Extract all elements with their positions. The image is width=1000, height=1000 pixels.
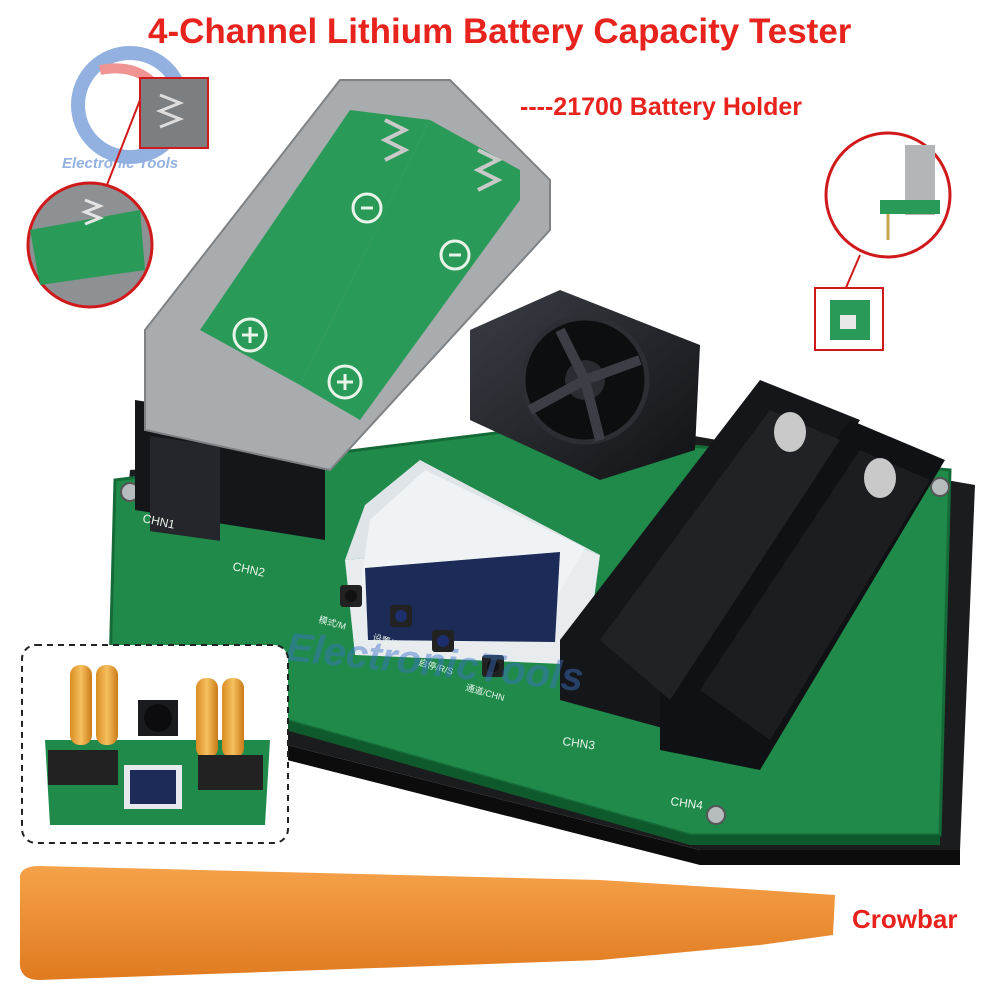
- crowbar-tool: [19, 866, 836, 980]
- channel-label-4: CHN4: [670, 794, 705, 812]
- cooling-fan: [470, 290, 700, 480]
- watermark-text-small: Electronic Tools: [62, 155, 178, 172]
- screw-icons: [120, 477, 950, 825]
- callout-pin-detail: [814, 131, 952, 351]
- product-title: 4-Channel Lithium Battery Capacity Teste…: [148, 12, 852, 51]
- lcd-display: [345, 460, 600, 665]
- channel-label-3: CHN3: [562, 734, 597, 752]
- right-battery-holders: [560, 380, 945, 770]
- crowbar-label: Crowbar: [852, 904, 958, 934]
- inset-product-preview: [21, 644, 289, 844]
- product-subtitle: ----21700 Battery Holder: [520, 93, 803, 121]
- 21700-battery-holder: [144, 79, 551, 472]
- channel-label-2: CHN2: [231, 559, 266, 580]
- channel-label-1: CHN1: [141, 511, 176, 532]
- callout-spring-detail: [26, 77, 209, 309]
